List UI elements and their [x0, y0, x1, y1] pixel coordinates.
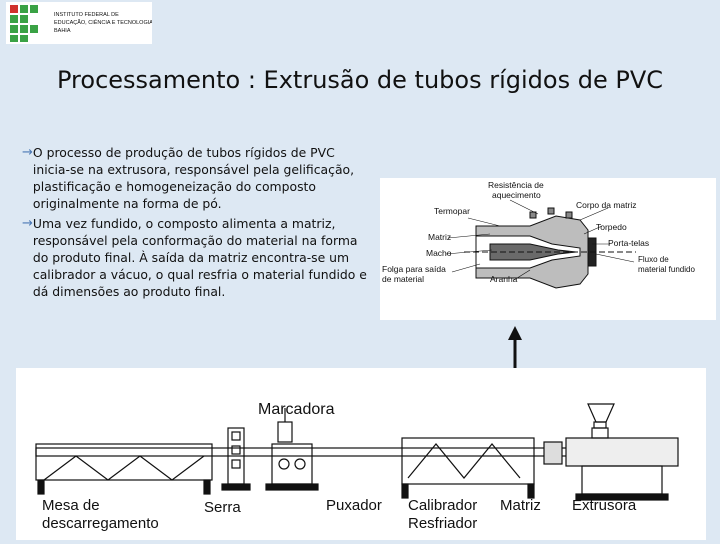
production-line-diagram: Marcadora Mesa de descarregamento Serra …: [16, 368, 706, 540]
logo-mark-icon: [10, 5, 38, 42]
institute-logo: INSTITUTO FEDERAL DE EDUCAÇÃO, CIÊNCIA E…: [6, 2, 153, 44]
label-aranha: Aranha: [490, 274, 518, 284]
bullet-item: → O processo de produção de tubos rígido…: [22, 144, 372, 212]
extrusion-die-diagram: Resistência de aquecimento Termopar Corp…: [380, 178, 716, 320]
die-body-drawing: [464, 207, 636, 289]
bullet-list: → O processo de produção de tubos rígido…: [22, 144, 372, 303]
arrow-bullet-icon: →: [22, 145, 33, 160]
label-torpedo: Torpedo: [596, 222, 627, 232]
label-mesa-2: descarregamento: [42, 515, 159, 532]
label-macho: Macho: [426, 248, 452, 258]
label-serra: Serra: [204, 499, 241, 516]
label-marcadora: Marcadora: [258, 401, 335, 418]
label-fluxo-1: Fluxo de: [638, 255, 669, 264]
label-corpo-matriz: Corpo da matriz: [576, 200, 636, 210]
label-resfriador: Resfriador: [408, 515, 477, 532]
logo-text-2: EDUCAÇÃO, CIÊNCIA E TECNOLOGIA: [54, 18, 152, 26]
label-porta-telas: Porta-telas: [608, 238, 649, 248]
label-puxador: Puxador: [326, 497, 382, 514]
arrow-bullet-icon: →: [22, 216, 33, 231]
bullet-item: → Uma vez fundido, o composto alimenta a…: [22, 215, 372, 300]
production-line-drawing: [35, 403, 679, 501]
label-termopar: Termopar: [434, 206, 470, 216]
label-folga-2: de material: [382, 274, 424, 284]
bullet-text: O processo de produção de tubos rígidos …: [32, 145, 355, 211]
bullet-text: Uma vez fundido, o composto alimenta a m…: [32, 216, 367, 299]
label-resistencia: Resistência de: [488, 180, 544, 190]
label-matriz: Matriz: [500, 497, 541, 514]
label-calibrador: Calibrador: [408, 497, 477, 514]
label-fluxo-2: material fundido: [638, 265, 695, 274]
logo-text-1: INSTITUTO FEDERAL DE: [54, 12, 119, 18]
label-matriz: Matriz: [428, 232, 451, 242]
label-folga-1: Folga para saída: [382, 264, 446, 274]
label-extrusora: Extrusora: [572, 497, 637, 514]
logo-text-3: BAHIA: [54, 28, 71, 34]
page-title: Processamento : Extrusão de tubos rígido…: [57, 66, 663, 94]
label-aquecimento: aquecimento: [492, 190, 541, 200]
label-mesa-1: Mesa de: [42, 497, 100, 514]
